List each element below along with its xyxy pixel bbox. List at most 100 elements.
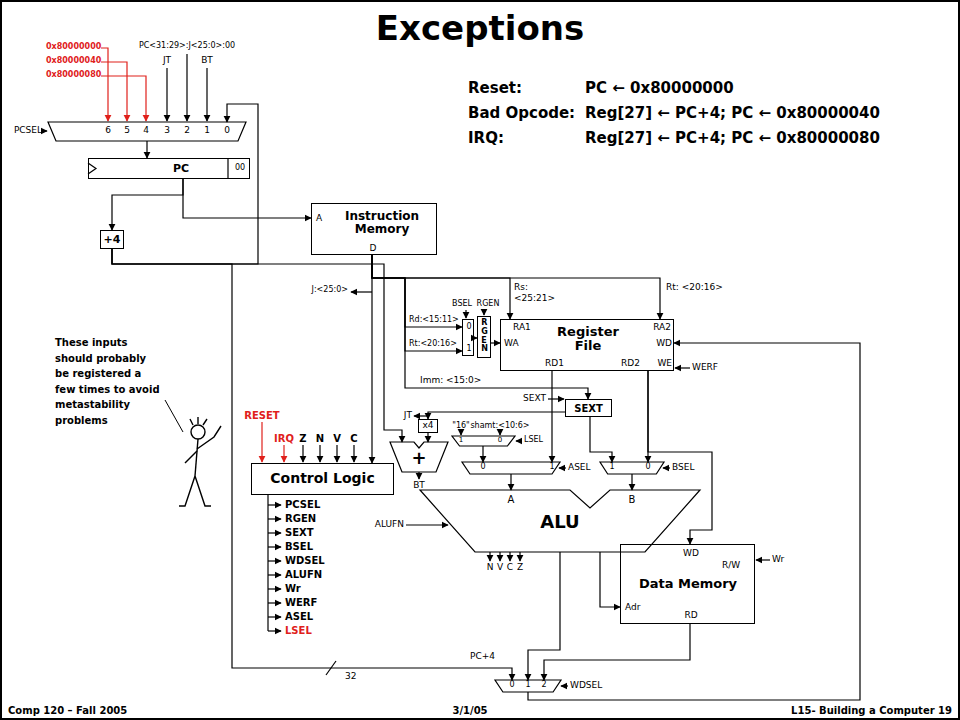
datapath-wire <box>112 179 183 230</box>
node-text: x4 <box>422 421 433 431</box>
lsel-mux-outline <box>452 436 515 446</box>
node-text: RD1 <box>545 359 564 369</box>
node-text: RA1 <box>513 323 531 333</box>
bsel-mux-outline <box>600 462 664 474</box>
flag-label: N <box>487 563 494 573</box>
wdsel-mux: 012 <box>495 680 561 692</box>
sext-box: SEXT <box>565 399 612 417</box>
exception-vector-wire <box>261 422 262 462</box>
signal-label: BSEL <box>452 300 472 309</box>
control-output-wire <box>268 574 281 575</box>
node-text: RGEN <box>481 319 487 354</box>
input-label: V <box>333 433 341 444</box>
footer: L15- Building a Computer 19 <box>791 705 952 716</box>
signal-label: PC+4 <box>470 652 495 662</box>
signal-wire <box>465 310 466 318</box>
input-label: N <box>316 433 324 444</box>
signal-label: Wr <box>772 555 784 565</box>
alu-outline <box>420 490 700 552</box>
signal-label: shamt:<10:6> <box>470 422 529 431</box>
stick-figure <box>165 400 183 432</box>
exception-vector-wire <box>101 48 108 121</box>
control-output-wire <box>268 560 281 561</box>
datapath-wire <box>544 624 690 680</box>
signal-label: Rt: <20:16> <box>666 283 723 293</box>
node-text: WD <box>683 549 699 559</box>
asel-mux: 01 <box>462 462 560 474</box>
signal-wire <box>516 440 522 441</box>
signal-label: RGEN <box>477 300 500 309</box>
control-output: SEXT <box>285 527 314 538</box>
datapath-wire <box>146 141 147 158</box>
node-text: WA <box>504 339 519 349</box>
signal-wire <box>186 54 187 121</box>
node-text: ALU <box>540 512 579 532</box>
datapath-wire <box>372 255 660 319</box>
node-text: 1 <box>525 681 530 690</box>
lsel-mux-outline <box>452 436 515 446</box>
signal-wire <box>319 445 320 462</box>
signal-label: WERF <box>692 363 718 373</box>
control-output-wire <box>268 505 281 631</box>
exception-vector-wire <box>101 76 146 121</box>
control-output: RGEN <box>285 513 316 524</box>
control-output-wire <box>268 546 281 547</box>
node-text: 2 <box>184 126 190 136</box>
control-output: PCSEL <box>285 499 320 510</box>
datapath-wire <box>474 337 477 338</box>
signal-wire <box>675 367 690 368</box>
wdsel-mux-outline <box>495 680 561 692</box>
node-text: 1 <box>459 437 463 445</box>
pcsel-mux: 6543210 <box>48 122 246 141</box>
signal-label: ALUFN <box>375 520 404 530</box>
alu-outline <box>420 490 700 552</box>
stick-figure <box>190 417 207 425</box>
vector-address: 0x80000080 <box>46 71 101 80</box>
node-text: A <box>316 214 322 224</box>
data-memory: WDR/WData MemoryAdrRD <box>620 544 755 624</box>
datapath-wire <box>112 249 402 442</box>
datapath-wire <box>590 417 612 462</box>
signal-label: Rt:<20:16> <box>409 340 457 349</box>
signal-wire <box>663 467 670 468</box>
control-output: ASEL <box>285 611 313 622</box>
control-output-wire <box>268 504 281 505</box>
control-output-wire <box>268 616 281 617</box>
stick-figure <box>179 476 211 506</box>
vector-address: 0x80000000 <box>46 43 101 52</box>
node-text: 0 <box>498 437 502 445</box>
signal-wire <box>302 445 303 462</box>
bsel-mux: 10 <box>600 462 664 474</box>
node-text: 0 <box>509 681 514 690</box>
signal-label: <25:21> <box>514 294 555 304</box>
branch-adder-outline <box>390 442 448 472</box>
rgen-box: RGEN <box>477 316 491 358</box>
signal-wire <box>351 291 372 292</box>
node-text: 0 <box>466 323 471 332</box>
datapath-wire <box>427 433 428 442</box>
node-text: 5 <box>124 126 130 136</box>
signal-label: PCSEL <box>14 126 42 136</box>
signal-wire <box>489 552 490 561</box>
datapath-wire <box>551 371 552 462</box>
node-text: 1 <box>549 463 554 472</box>
input-label: Z <box>299 433 306 444</box>
stick-figure <box>165 400 221 506</box>
datapath-wire <box>372 255 462 327</box>
node-text: 4 <box>143 126 149 136</box>
signal-wire <box>267 495 268 631</box>
signal-wire <box>336 445 337 462</box>
datapath-wire <box>600 552 620 607</box>
plus4-box: +4 <box>100 230 124 249</box>
node-text: 0 <box>224 126 230 136</box>
slide-title: Exceptions <box>376 8 584 48</box>
input-label: IRQ <box>274 433 294 444</box>
signal-wire <box>206 68 207 121</box>
exception-vector-wire <box>101 48 284 462</box>
exception-name: Reset: <box>468 80 522 97</box>
signal-label: WDSEL <box>570 681 602 691</box>
signal-label: ASEL <box>568 463 591 473</box>
